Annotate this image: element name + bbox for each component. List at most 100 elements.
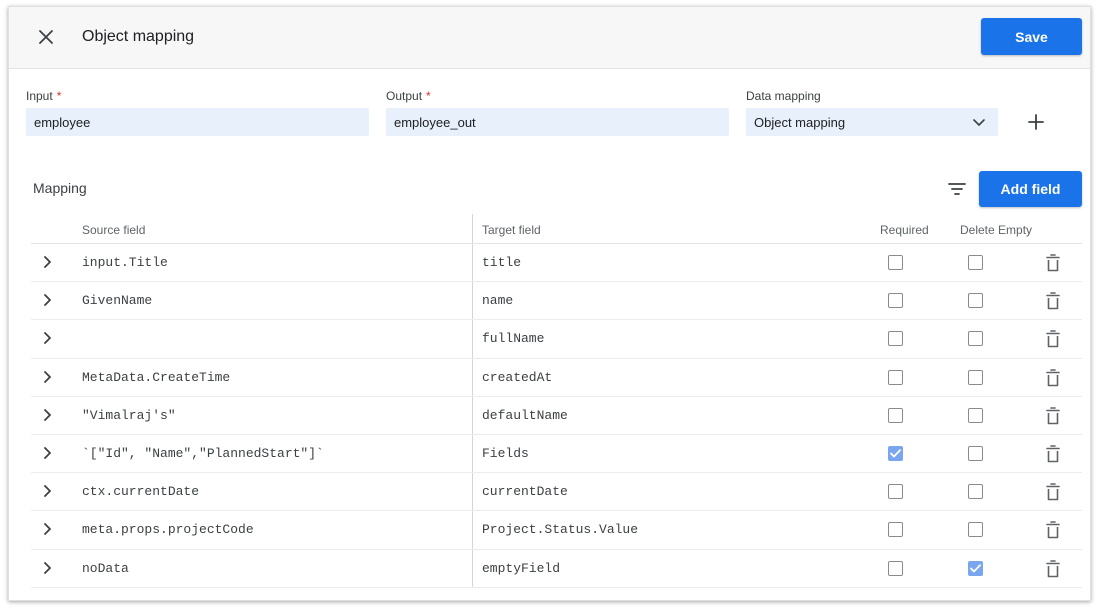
check-icon [890,449,901,458]
filter-button[interactable] [945,177,969,201]
table-row: MetaData.CreateTime createdAt [31,359,1082,397]
target-field-value[interactable]: createdAt [482,369,553,385]
trash-icon [1046,521,1060,539]
chevron-right-icon [44,294,51,307]
chevron-right-icon [44,485,51,498]
expand-row-button[interactable] [39,520,57,538]
delete-row-button[interactable] [1044,368,1062,388]
delete-row-button[interactable] [1044,329,1062,349]
required-checkbox[interactable] [888,255,903,270]
mapping-title: Mapping [33,180,87,196]
data-mapping-selected: Object mapping [754,114,846,130]
source-field-value[interactable]: noData [82,560,129,576]
column-divider[interactable] [472,214,473,588]
target-field-value[interactable]: emptyField [482,560,561,576]
add-mapping-button[interactable] [1023,109,1049,135]
expand-row-button[interactable] [39,559,57,577]
output-label: Output* [386,89,431,103]
source-field-value[interactable]: "Vimalraj's" [82,407,176,423]
expand-row-button[interactable] [39,368,57,386]
required-checkbox[interactable] [888,522,903,538]
delete-row-button[interactable] [1044,520,1062,540]
table-row: fullName [31,320,1082,359]
required-checkbox[interactable] [888,293,903,309]
delete-empty-checkbox[interactable] [968,445,983,461]
table-row: meta.props.projectCode Project.Status.Va… [31,511,1082,550]
trash-icon [1046,559,1060,577]
column-header-target: Target field [482,223,541,237]
chevron-right-icon [44,447,51,459]
source-field-value[interactable]: `["Id", "Name","PlannedStart"]` [82,445,324,461]
input-field[interactable]: employee [26,108,369,136]
table-header: Source field Target field Required Delet… [31,214,1082,244]
trash-icon [1046,368,1060,386]
table-row: noData emptyField [31,550,1082,588]
input-label-text: Input [26,89,53,103]
delete-empty-checkbox[interactable] [968,369,983,385]
chevron-right-icon [44,523,51,536]
source-field-value[interactable]: MetaData.CreateTime [82,369,231,385]
required-checkbox[interactable] [888,445,903,461]
table-row: ctx.currentDate currentDate [31,473,1082,512]
delete-empty-checkbox[interactable] [968,293,983,309]
close-button[interactable] [33,24,59,50]
expand-row-button[interactable] [39,291,57,309]
expand-row-button[interactable] [39,329,57,347]
dialog-title: Object mapping [82,28,195,45]
save-button[interactable]: Save [981,18,1082,55]
target-field-value[interactable]: fullName [482,331,545,347]
input-label: Input* [26,89,61,103]
delete-empty-checkbox[interactable] [968,484,983,500]
column-header-delete-empty: Delete Empty [960,223,1033,237]
data-mapping-label: Data mapping [746,89,821,103]
required-checkbox[interactable] [888,484,903,500]
required-checkbox[interactable] [888,407,903,423]
delete-empty-checkbox[interactable] [968,331,983,347]
table-row: "Vimalraj's" defaultName [31,397,1082,435]
source-field-value[interactable]: ctx.currentDate [82,484,200,500]
required-checkbox[interactable] [888,369,903,385]
delete-row-button[interactable] [1044,559,1062,579]
table-row: `["Id", "Name","PlannedStart"]` Fields [31,435,1082,474]
delete-row-button[interactable] [1044,482,1062,502]
column-header-source: Source field [82,223,146,237]
required-star: * [56,89,62,103]
data-mapping-select[interactable]: Object mapping [746,108,998,136]
target-field-value[interactable]: defaultName [482,407,568,423]
trash-icon [1046,254,1060,272]
output-field[interactable]: employee_out [386,108,729,136]
source-field-value[interactable]: meta.props.projectCode [82,522,254,538]
target-field-value[interactable]: currentDate [482,484,568,500]
table-row: GivenName name [31,282,1082,321]
expand-row-button[interactable] [39,444,57,462]
source-field-value[interactable]: GivenName [82,293,153,309]
check-icon [970,563,981,572]
required-checkbox[interactable] [888,560,903,576]
chevron-right-icon [44,370,51,383]
filter-icon [948,183,966,195]
delete-empty-checkbox[interactable] [968,522,983,538]
source-field-value[interactable]: input.Title [82,255,168,270]
delete-row-button[interactable] [1044,253,1062,273]
required-checkbox[interactable] [888,331,903,347]
expand-row-button[interactable] [39,253,57,271]
target-field-value[interactable]: Project.Status.Value [482,522,639,538]
close-icon [39,30,53,44]
expand-row-button[interactable] [39,406,57,424]
delete-row-button[interactable] [1044,406,1062,426]
target-field-value[interactable]: name [482,293,514,309]
add-field-button[interactable]: Add field [979,171,1082,207]
delete-empty-checkbox[interactable] [968,560,983,576]
expand-row-button[interactable] [39,482,57,500]
delete-row-button[interactable] [1044,291,1062,311]
mapping-table: Source field Target field Required Delet… [31,214,1082,588]
chevron-right-icon [44,256,51,268]
target-field-value[interactable]: Fields [482,445,529,461]
required-star: * [426,89,431,103]
delete-empty-checkbox[interactable] [968,407,983,423]
delete-row-button[interactable] [1044,444,1062,464]
output-field-value: employee_out [394,114,476,130]
target-field-value[interactable]: title [482,255,522,270]
delete-empty-checkbox[interactable] [968,255,983,270]
plus-icon [1028,114,1044,130]
